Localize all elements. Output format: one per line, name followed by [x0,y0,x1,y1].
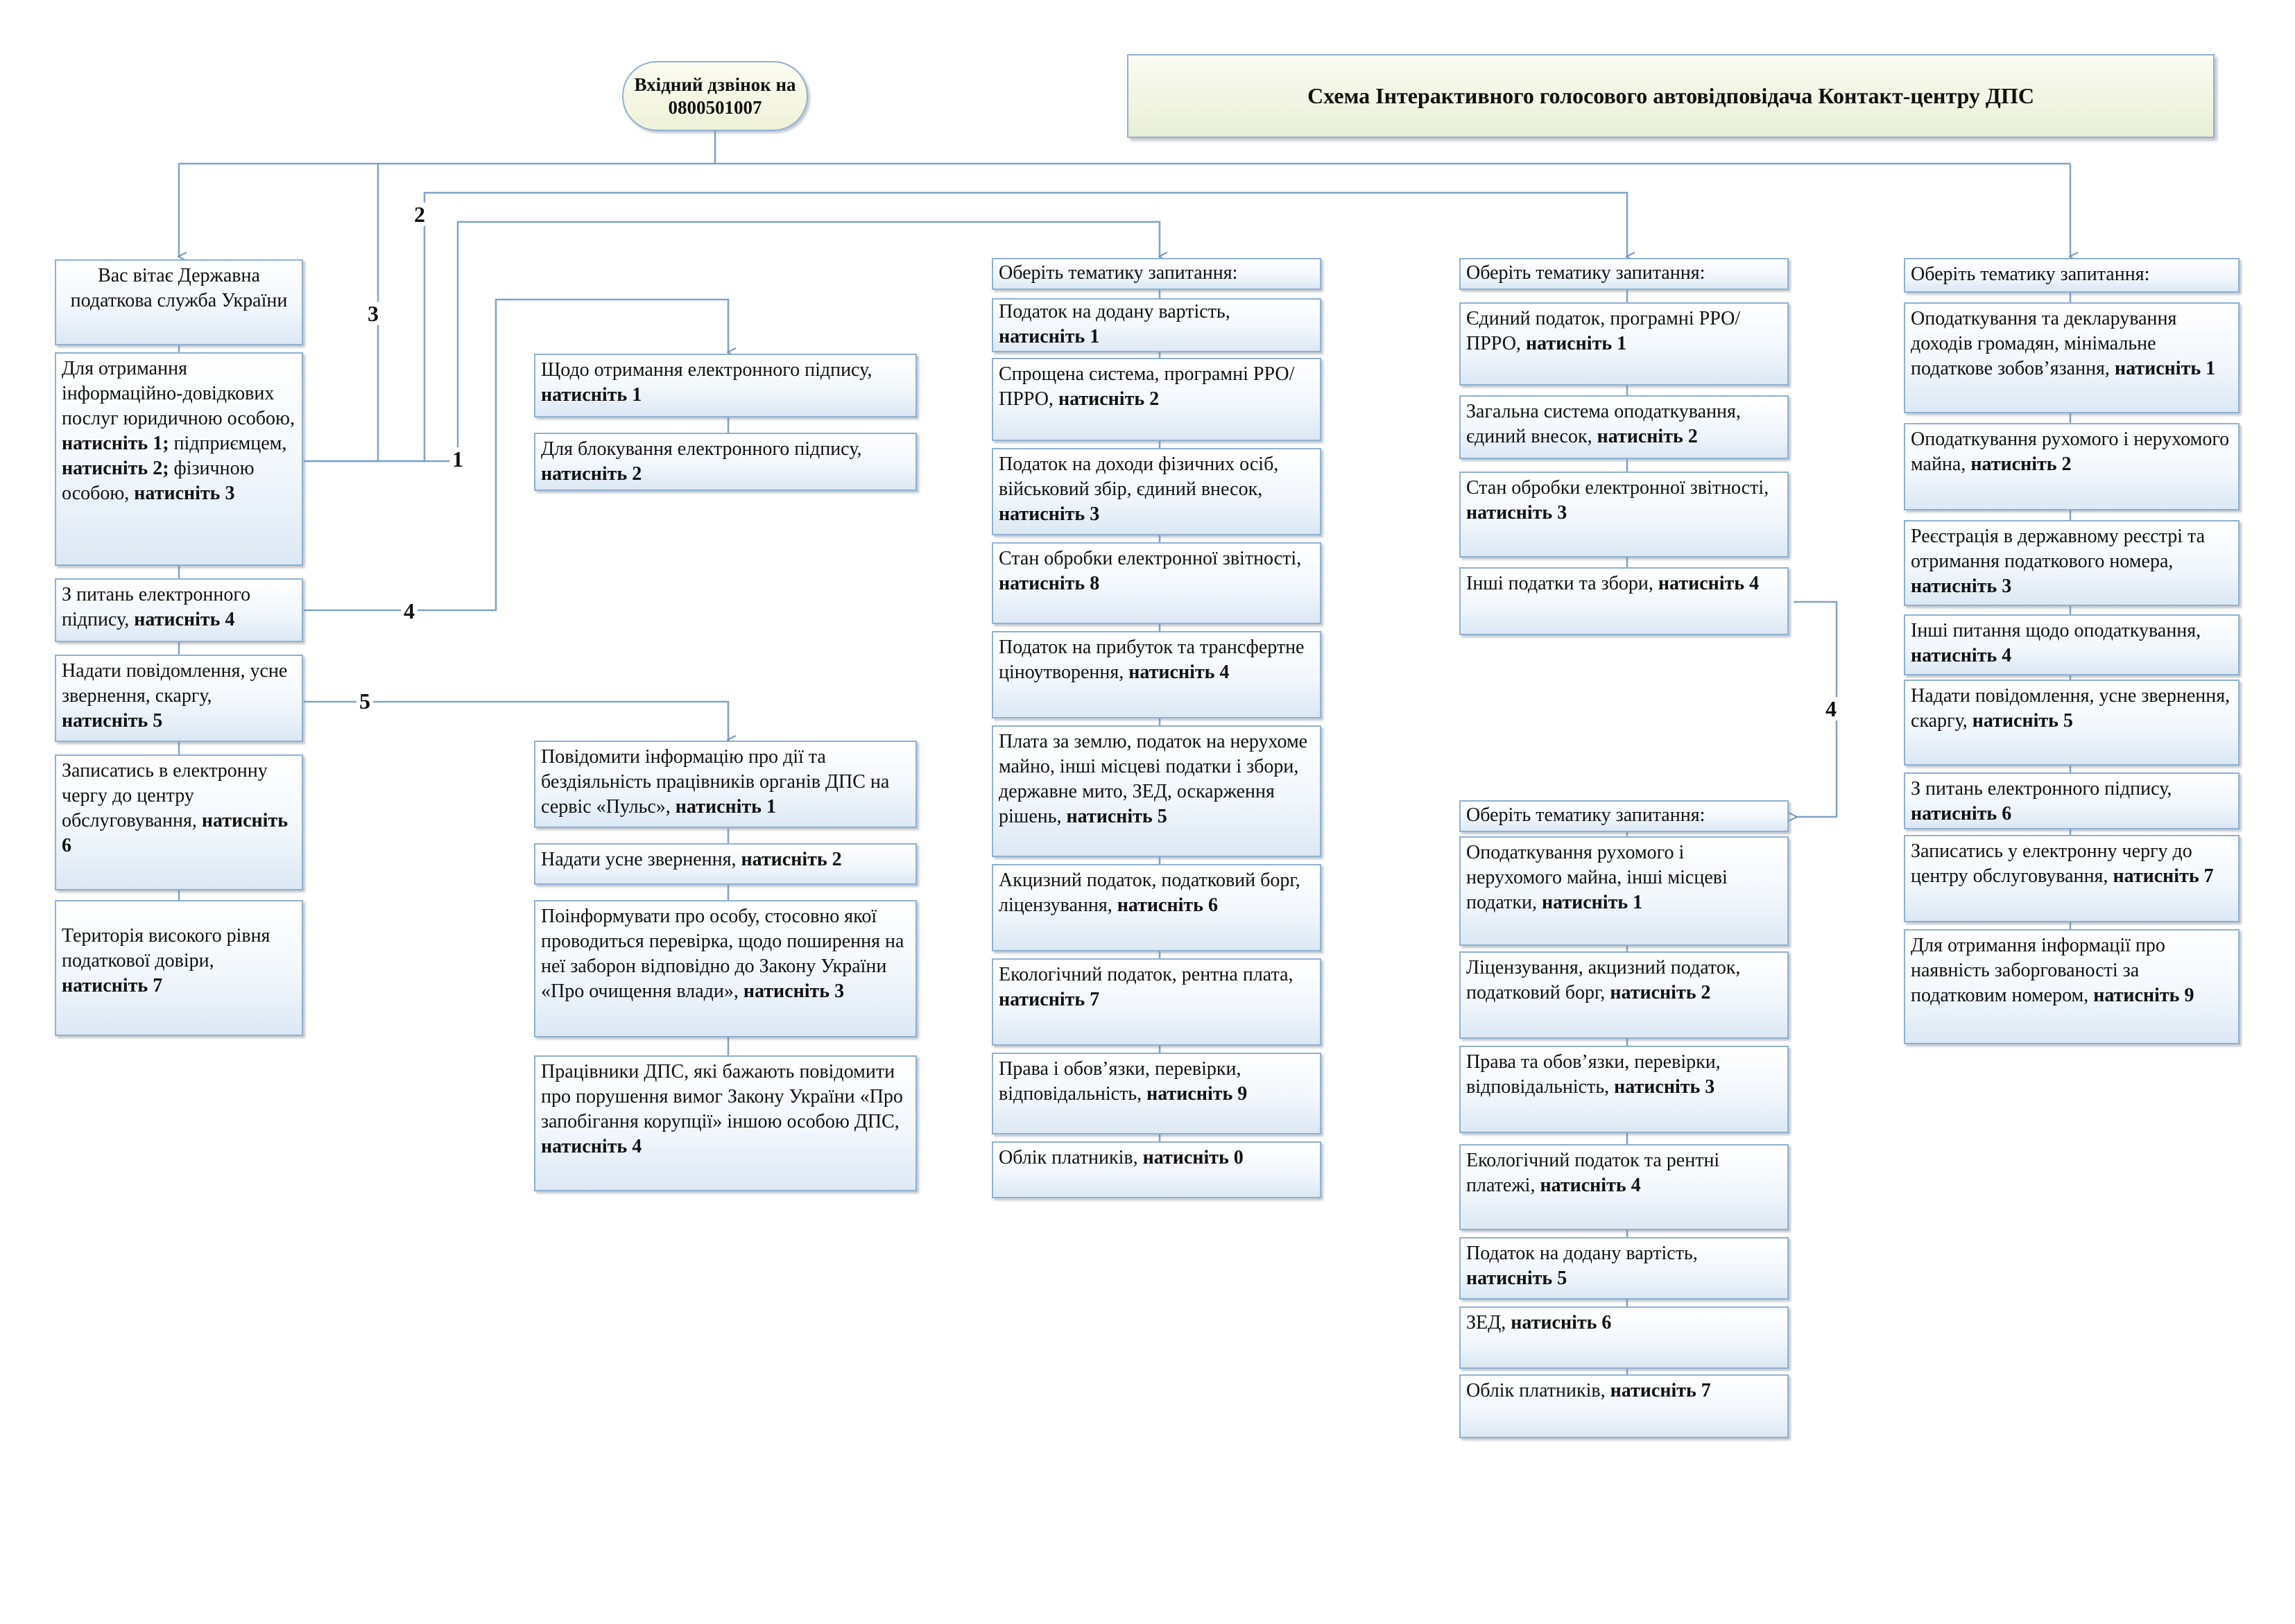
branch-label-4: 4 [401,599,418,623]
other-option-2: Ліцензування, акцизний податок, податков… [1459,951,1789,1039]
branch-label-2: 2 [411,202,428,226]
legal-option-2: Спрощена система, програмні РРО/ПРРО, на… [992,358,1321,441]
line-opt1 [304,221,1160,463]
other-option-1: Оподаткування рухомого і нерухомого майн… [1459,836,1789,946]
branch-label-sub-4: 4 [1823,697,1839,720]
branch-label-1: 1 [449,447,466,471]
individual-option-6: З питань електронного підпису, натисніть… [1904,772,2240,829]
line-opt2 [304,191,1627,463]
start-node: Вхідний дзвінок на 0800501007 [622,61,808,131]
legal-option-6: Акцизний податок, податковий борг, ліцен… [992,864,1321,951]
line-opt4 [304,298,728,612]
individual-option-1: Оподаткування та декларування доходів гр… [1904,302,2240,413]
appeal-option-1: Повідомити інформацію про дії та бездіял… [534,741,917,828]
other-option-6: ЗЕД, натисніть 6 [1459,1306,1789,1369]
other-option-3: Права та обов’язки, перевірки, відповіда… [1459,1046,1789,1133]
welcome-text: Вас вітає Державна податкова служба Укра… [70,265,288,311]
entrepreneur-option-4: Інші податки та збори, натисніть 4 [1459,567,1789,635]
legal-option-0: Облік платників, натисніть 0 [992,1141,1321,1198]
legal-option-7: Екологічний податок, рентна плата, натис… [992,958,1321,1046]
other-option-7: Облік платників, натисніть 7 [1459,1374,1789,1438]
legal-option-8: Стан обробки електронної звітності, нати… [992,542,1321,624]
legal-option-9: Права і обов’язки, перевірки, відповідал… [992,1053,1321,1134]
individual-option-2: Оподаткування рухомого і нерухомого майн… [1904,423,2240,510]
individual-option-7: Записатись у електронну чергу до центру … [1904,835,2240,922]
appeal-option-4: Працівники ДПС, які бажають повідомити п… [534,1055,917,1191]
entrepreneur-option-3: Стан обробки електронної звітності, нати… [1459,472,1789,558]
esign-option-1: Щодо отримання електронного підпису, нат… [534,354,917,417]
left-option-1: Для отримання інформаційно-довідкових по… [55,352,303,566]
individual-option-4: Інші питання щодо оподаткування, натисні… [1904,614,2240,675]
individual-header: Оберіть тематику запитання: [1904,258,2240,293]
legal-option-4: Податок на прибуток та трансфертне ціноу… [992,631,1321,718]
individual-option-3: Реєстрація в державному реєстрі та отрим… [1904,520,2240,606]
diagram-title: Схема Інтерактивного голосового автовідп… [1127,54,2215,138]
esign-option-2: Для блокування електронного підпису, нат… [534,433,917,491]
legal-header: Оберіть тематику запитання: [992,258,1321,290]
appeal-option-2: Надати усне звернення, натисніть 2 [534,843,917,885]
other-option-4: Екологічний податок та рентні платежі, н… [1459,1144,1789,1230]
legal-option-5: Плата за землю, податок на нерухоме майн… [992,725,1321,857]
branch-label-5: 5 [356,689,373,713]
legal-option-1: Податок на додану вартість, натисніть 1 [992,298,1321,352]
individual-option-9: Для отримання інформації про наявність з… [1904,929,2240,1044]
left-option-2: З питань електронного підпису, натисніть… [55,578,303,642]
entrepreneur-option-2: Загальна система оподаткування, єдиний в… [1459,395,1789,459]
welcome-box: Вас вітає Державна податкова служба Укра… [55,259,303,345]
line-opt5 [304,700,728,740]
left-option-4: Записатись в електронну чергу до центру … [55,754,303,890]
entrepreneur-option-1: Єдиний податок, програмні РРО/ПРРО, нати… [1459,302,1789,386]
branch-label-3: 3 [365,302,381,325]
legal-option-3: Податок на доходи фізичних осіб, військо… [992,448,1321,535]
appeal-option-3: Поінформувати про особу, стосовно якої п… [534,900,917,1037]
other-header: Оберіть тематику запитання: [1459,800,1789,832]
individual-option-5: Надати повідомлення, усне звернення, ска… [1904,680,2240,766]
other-option-5: Податок на додану вартість, натисніть 5 [1459,1237,1789,1299]
left-option-5: Територія високого рівня податкової дові… [55,900,303,1036]
entrepreneur-header: Оберіть тематику запитання: [1459,258,1789,290]
left-option-3: Надати повідомлення, усне звернення, ска… [55,655,303,742]
